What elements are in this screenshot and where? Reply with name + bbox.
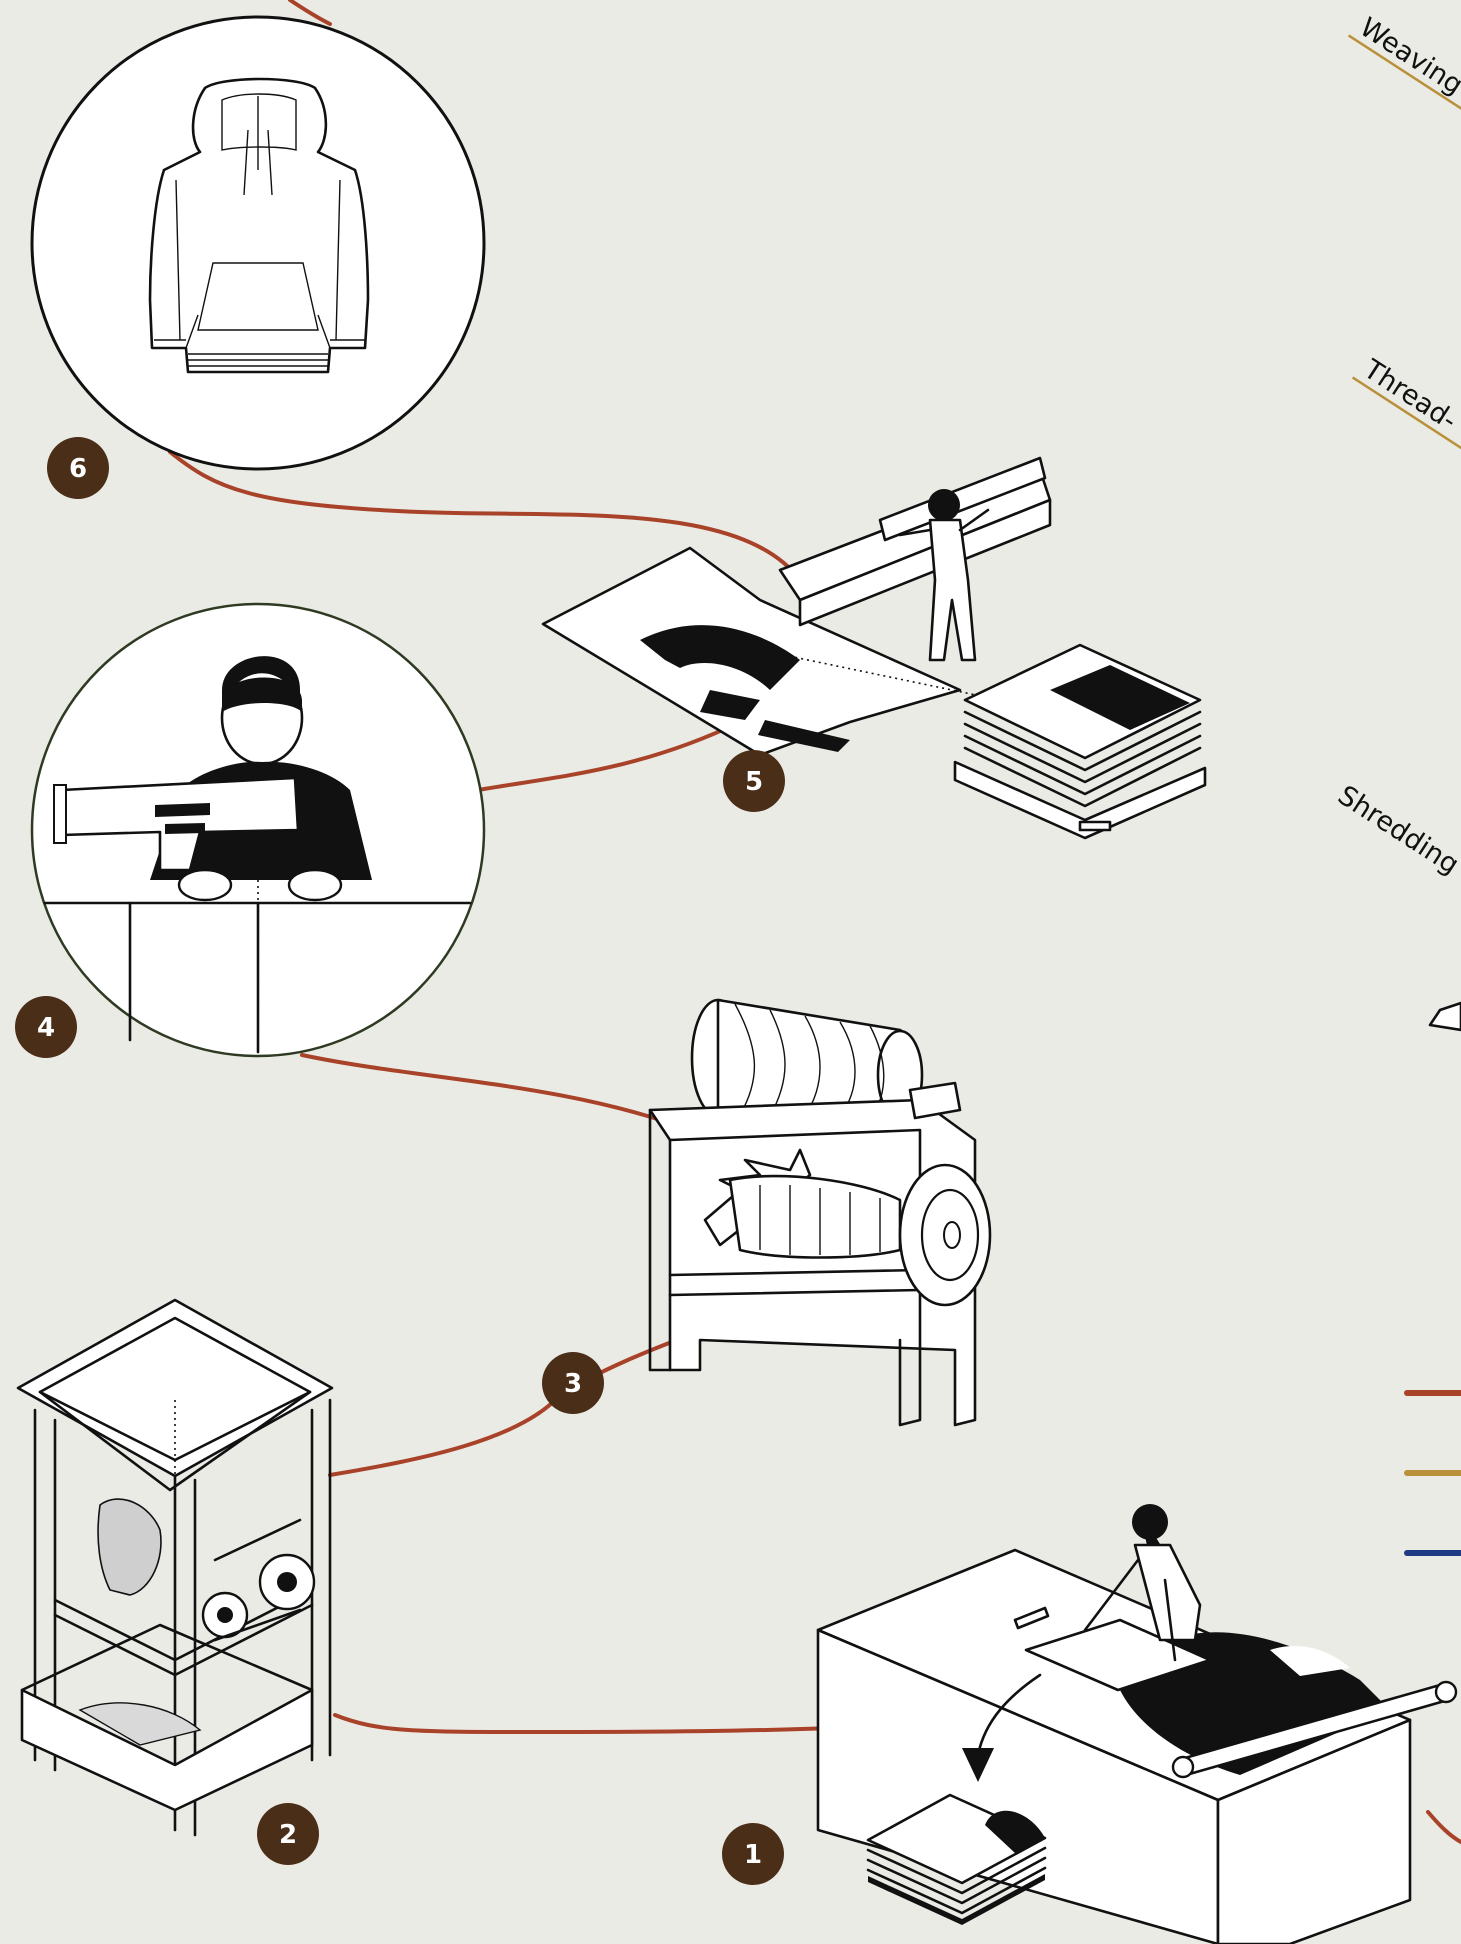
fabric-press-icon bbox=[543, 458, 1205, 838]
label-weaving: Weaving bbox=[1354, 12, 1461, 101]
step-4-sewing bbox=[32, 604, 484, 1056]
svg-text:2: 2 bbox=[279, 1820, 297, 1850]
step-badge-5: 5 bbox=[723, 750, 785, 812]
label-thread: Thread- bbox=[1357, 353, 1461, 436]
label-shredding: Shredding bbox=[1332, 780, 1461, 881]
svg-text:1: 1 bbox=[744, 1840, 762, 1870]
legend bbox=[1407, 1393, 1461, 1553]
step-badge-6: 6 bbox=[47, 437, 109, 499]
step-badge-1: 1 bbox=[722, 1823, 784, 1885]
shredder-hopper-icon bbox=[18, 1300, 332, 1835]
svg-text:5: 5 bbox=[745, 767, 763, 797]
step-badge-2: 2 bbox=[257, 1803, 319, 1865]
step-badge-3: 3 bbox=[542, 1352, 604, 1414]
step-1-cutting-table bbox=[818, 1504, 1456, 1944]
side-labels: Weaving Thread- Shredding bbox=[1332, 9, 1461, 1030]
svg-text:4: 4 bbox=[37, 1013, 55, 1043]
path-2-to-1 bbox=[335, 1715, 830, 1732]
svg-text:3: 3 bbox=[564, 1369, 582, 1399]
step-5-fabric-press bbox=[543, 458, 1205, 838]
step-2-shredder bbox=[18, 1300, 332, 1835]
step-6-hoodie bbox=[32, 17, 484, 469]
partial-machine-edge bbox=[1430, 1003, 1461, 1030]
carding-machine-icon bbox=[650, 1000, 990, 1425]
path-3-to-2 bbox=[330, 1335, 690, 1475]
path-4-to-3 bbox=[302, 1055, 690, 1130]
svg-text:6: 6 bbox=[69, 454, 87, 484]
cutting-table-icon bbox=[818, 1504, 1456, 1944]
step-badge-4: 4 bbox=[15, 996, 77, 1058]
path-1-exit bbox=[1428, 1812, 1461, 1842]
path-5-to-4 bbox=[478, 722, 740, 790]
step-3-carding-machine bbox=[650, 1000, 990, 1425]
